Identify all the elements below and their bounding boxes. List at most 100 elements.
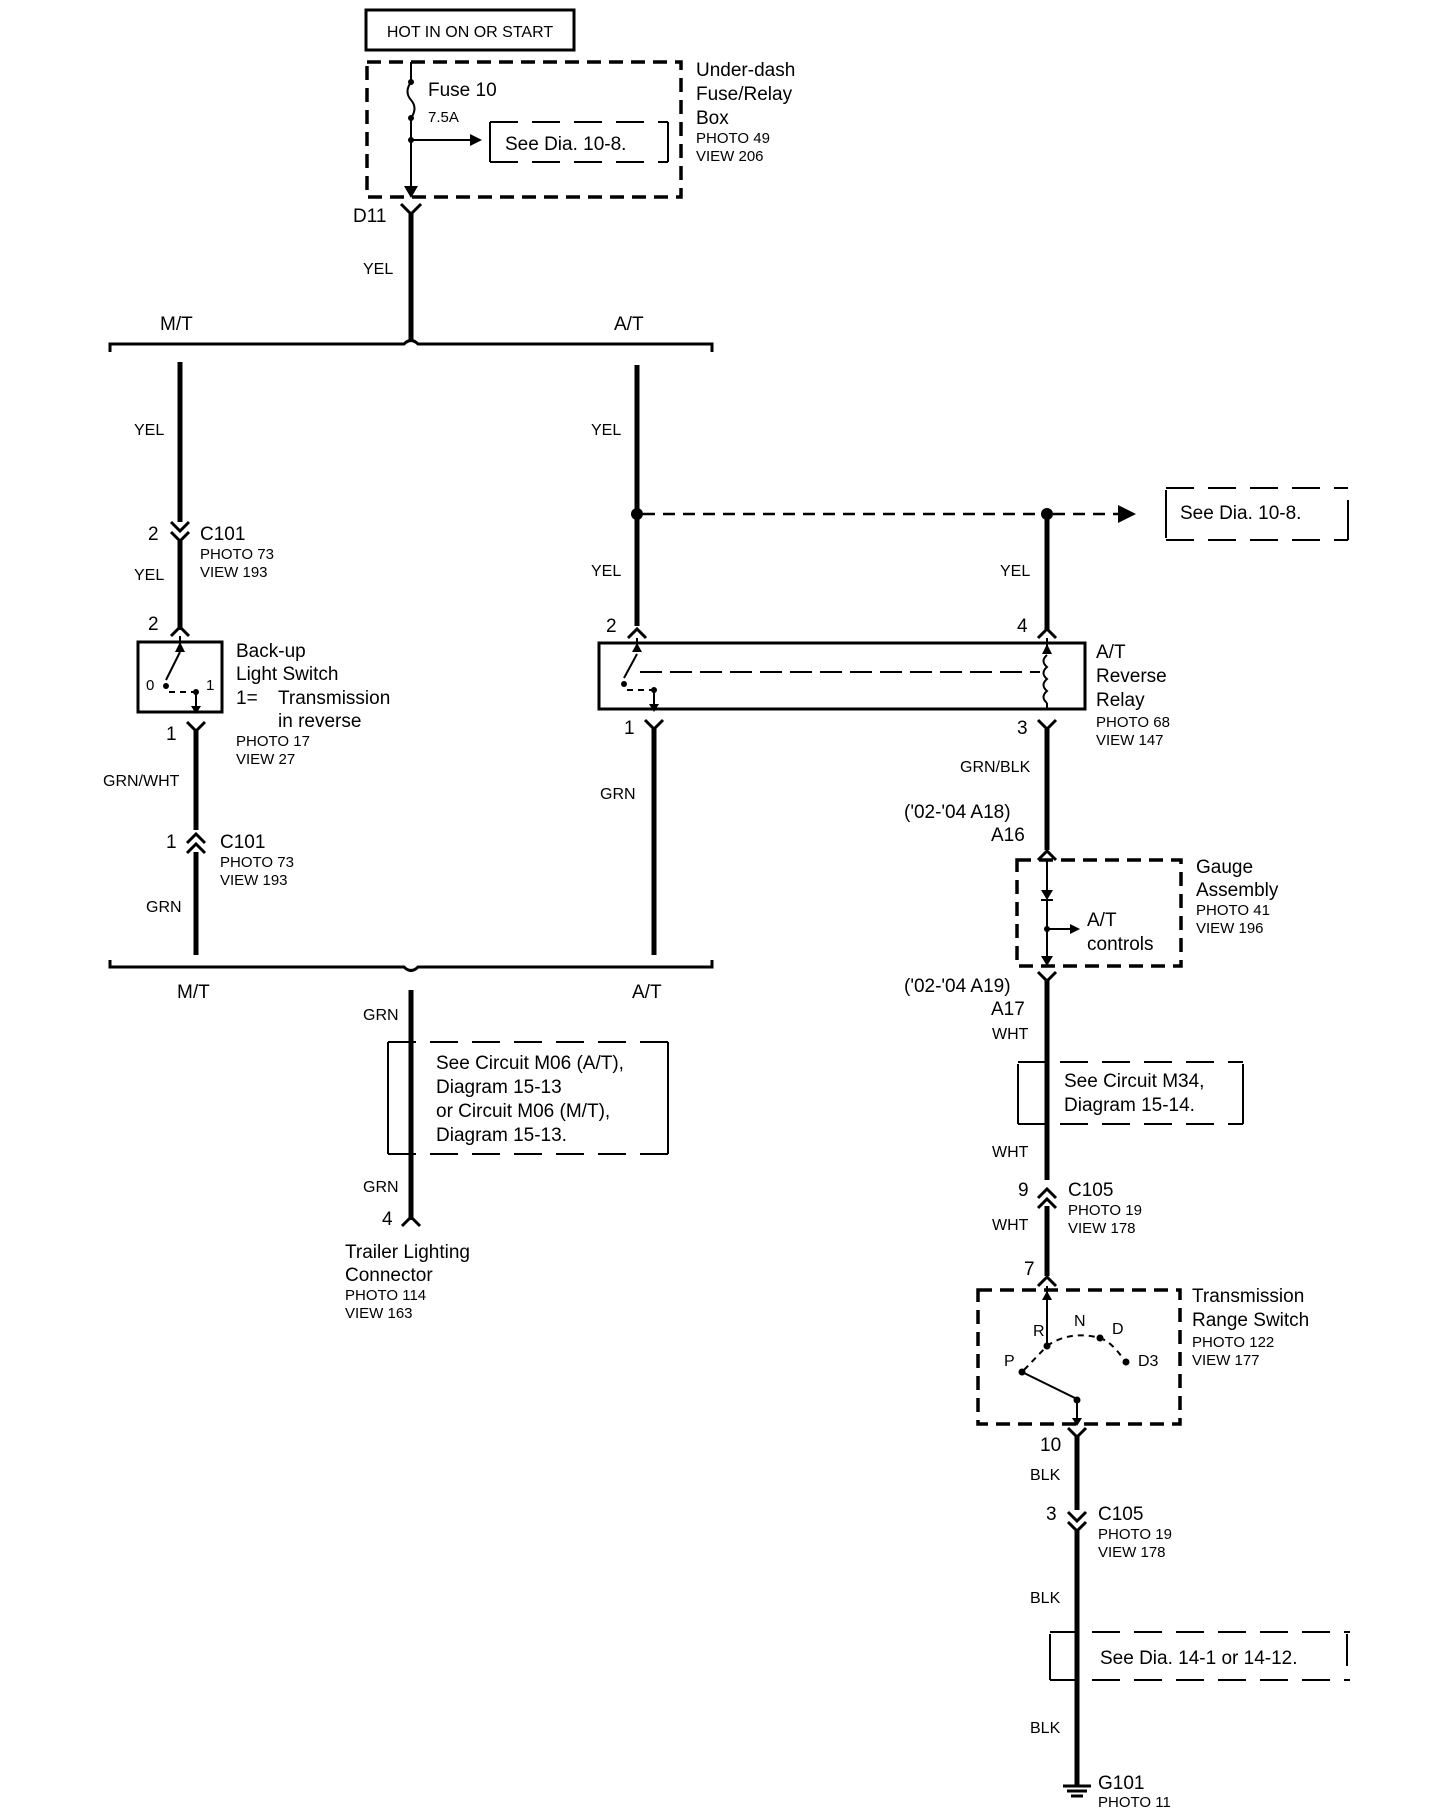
fuse-see-dia: See Dia. 10-8. xyxy=(505,134,626,155)
power-label: HOT IN ON OR START xyxy=(387,24,553,41)
c105-lower-pin: 3 xyxy=(1046,1504,1057,1525)
relay-title-1: A/T xyxy=(1096,642,1126,663)
trs-pos-n: N xyxy=(1074,1313,1086,1330)
relay-view: VIEW 147 xyxy=(1096,732,1164,749)
wire-label-blk-1: BLK xyxy=(1030,1467,1061,1484)
trailer-view: VIEW 163 xyxy=(345,1305,413,1322)
wire-label-trailer-grn-2: GRN xyxy=(363,1179,399,1196)
ground-photo: PHOTO 11 xyxy=(1098,1794,1171,1810)
power-source: HOT IN ON OR START xyxy=(364,8,576,52)
trs-pin-bottom: 10 xyxy=(1040,1435,1061,1456)
backup-switch-note-1: 1= xyxy=(236,688,258,709)
gauge-inner-1: A/T xyxy=(1087,910,1117,931)
branch-top-at: A/T xyxy=(614,314,644,335)
trs-view: VIEW 177 xyxy=(1192,1352,1260,1369)
relay-title-2: Reverse xyxy=(1096,666,1167,687)
c105-lower-name: C105 xyxy=(1098,1504,1143,1525)
wire-label-at-grn: GRN xyxy=(600,786,636,803)
trailer-pin: 4 xyxy=(382,1209,393,1230)
fuse-rating: 7.5A xyxy=(428,109,459,126)
gauge-pin-out: A17 xyxy=(991,999,1025,1020)
trs-title-1: Transmission xyxy=(1192,1286,1304,1307)
fuse-box-title-2: Fuse/Relay xyxy=(696,84,793,105)
c101-lower-photo: PHOTO 73 xyxy=(220,854,294,871)
c105-upper-view: VIEW 178 xyxy=(1068,1220,1136,1237)
wire-label-at-yel-1: YEL xyxy=(591,422,621,439)
gauge-pin-in: A16 xyxy=(991,825,1025,846)
relay-pin-left-top: 2 xyxy=(606,616,617,637)
wire-label-grn-wht: GRN/WHT xyxy=(103,773,180,790)
pin-d11: D11 xyxy=(353,206,386,227)
gauge-assembly: A/T controls Gauge Assembly PHOTO 41 VIE… xyxy=(1015,857,1279,968)
c105-upper-photo: PHOTO 19 xyxy=(1068,1202,1142,1219)
trs-pos-d: D xyxy=(1112,1321,1124,1338)
wire-label-blk-3: BLK xyxy=(1030,1720,1061,1737)
at-reverse-relay: 2 4 A/T Reverse Relay PHOTO 68 VIEW 147 … xyxy=(597,616,1170,749)
wire-label-at-yel-2: YEL xyxy=(591,563,621,580)
c101-upper-photo: PHOTO 73 xyxy=(200,546,274,563)
trailer-title-1: Trailer Lighting xyxy=(345,1242,470,1263)
backup-switch-title-1: Back-up xyxy=(236,641,306,662)
see-m06-line-4: Diagram 15-13. xyxy=(436,1125,567,1146)
fuse-name: Fuse 10 xyxy=(428,80,497,101)
c101-lower-view: VIEW 193 xyxy=(220,872,288,889)
wire-label-mt-yel-2: YEL xyxy=(134,567,164,584)
fuse-box-view: VIEW 206 xyxy=(696,148,764,165)
backup-switch-pos0: 0 xyxy=(146,677,154,694)
ground-g101: G101 PHOTO 11 xyxy=(1063,1773,1171,1810)
wire-label-yel-main: YEL xyxy=(363,261,393,278)
wire-label-wht-1: WHT xyxy=(992,1026,1029,1043)
see-m06-line-3: or Circuit M06 (M/T), xyxy=(436,1101,610,1122)
ground-name: G101 xyxy=(1098,1773,1144,1794)
gauge-pin-in-alt: ('02-'04 A18) xyxy=(904,802,1011,823)
see-m34-line-1: See Circuit M34, xyxy=(1064,1071,1204,1092)
c105-upper-pin: 9 xyxy=(1018,1180,1029,1201)
backup-switch-view: VIEW 27 xyxy=(236,751,295,768)
backup-switch-note-2: Transmission xyxy=(278,688,390,709)
trs-title-2: Range Switch xyxy=(1192,1310,1309,1331)
c101-upper-view: VIEW 193 xyxy=(200,564,268,581)
trs-pos-r: R xyxy=(1033,1323,1045,1340)
gauge-title-2: Assembly xyxy=(1196,880,1279,901)
relay-pin-left-bottom: 1 xyxy=(624,718,635,739)
mt-branch: YEL 2 C101 PHOTO 73 VIEW 193 YEL 2 0 1 B… xyxy=(103,362,390,955)
backup-switch-pin-bottom: 1 xyxy=(166,724,177,745)
see-m06-line-2: Diagram 15-13 xyxy=(436,1077,562,1098)
c101-lower-pin: 1 xyxy=(166,832,177,853)
c101-upper-pin: 2 xyxy=(148,524,159,545)
wire-label-grn-blk: GRN/BLK xyxy=(960,759,1031,776)
top-branch-bus: M/T A/T xyxy=(108,314,714,352)
wire-label-mt-grn: GRN xyxy=(146,899,182,916)
see-dia-14-text: See Dia. 14-1 or 14-12. xyxy=(1100,1648,1298,1669)
fuse-box-photo: PHOTO 49 xyxy=(696,130,770,147)
relay-pin-right-top: 4 xyxy=(1017,616,1028,637)
see-dia-right: See Dia. 10-8. xyxy=(1180,503,1301,524)
trs-pin-top: 7 xyxy=(1024,1259,1035,1280)
see-circuit-m06: See Circuit M06 (A/T), Diagram 15-13 or … xyxy=(387,1041,669,1155)
gauge-inner-2: controls xyxy=(1087,934,1154,955)
trs-pos-p: P xyxy=(1004,1353,1015,1370)
wire-label-mt-yel-1: YEL xyxy=(134,422,164,439)
fuse-box-title-3: Box xyxy=(696,108,729,129)
see-m06-line-1: See Circuit M06 (A/T), xyxy=(436,1053,624,1074)
bottom-branch-bus: M/T A/T xyxy=(108,960,714,1003)
fuse-relay-box: Fuse 10 7.5A See Dia. 10-8. Under-dash F… xyxy=(365,60,795,199)
wire-label-at-yel-3: YEL xyxy=(1000,563,1030,580)
at-branch: YEL YEL YEL See Dia. 10-8. xyxy=(591,365,1349,630)
c101-upper-name: C101 xyxy=(200,524,245,545)
see-m34-line-2: Diagram 15-14. xyxy=(1064,1095,1195,1116)
branch-bottom-mt: M/T xyxy=(177,982,210,1003)
backup-switch-photo: PHOTO 17 xyxy=(236,733,310,750)
branch-bottom-at: A/T xyxy=(632,982,662,1003)
gauge-photo: PHOTO 41 xyxy=(1196,902,1270,919)
wire-label-wht-2: WHT xyxy=(992,1144,1029,1161)
wire-label-blk-2: BLK xyxy=(1030,1590,1061,1607)
wire-label-trailer-grn-1: GRN xyxy=(363,1007,399,1024)
trailer-connector: 4 Trailer Lighting Connector PHOTO 114 V… xyxy=(345,1209,470,1322)
fuse-box-title-1: Under-dash xyxy=(696,60,795,81)
gauge-view: VIEW 196 xyxy=(1196,920,1264,937)
relay-title-3: Relay xyxy=(1096,690,1145,711)
trailer-photo: PHOTO 114 xyxy=(345,1287,426,1304)
trailer-title-2: Connector xyxy=(345,1265,433,1286)
